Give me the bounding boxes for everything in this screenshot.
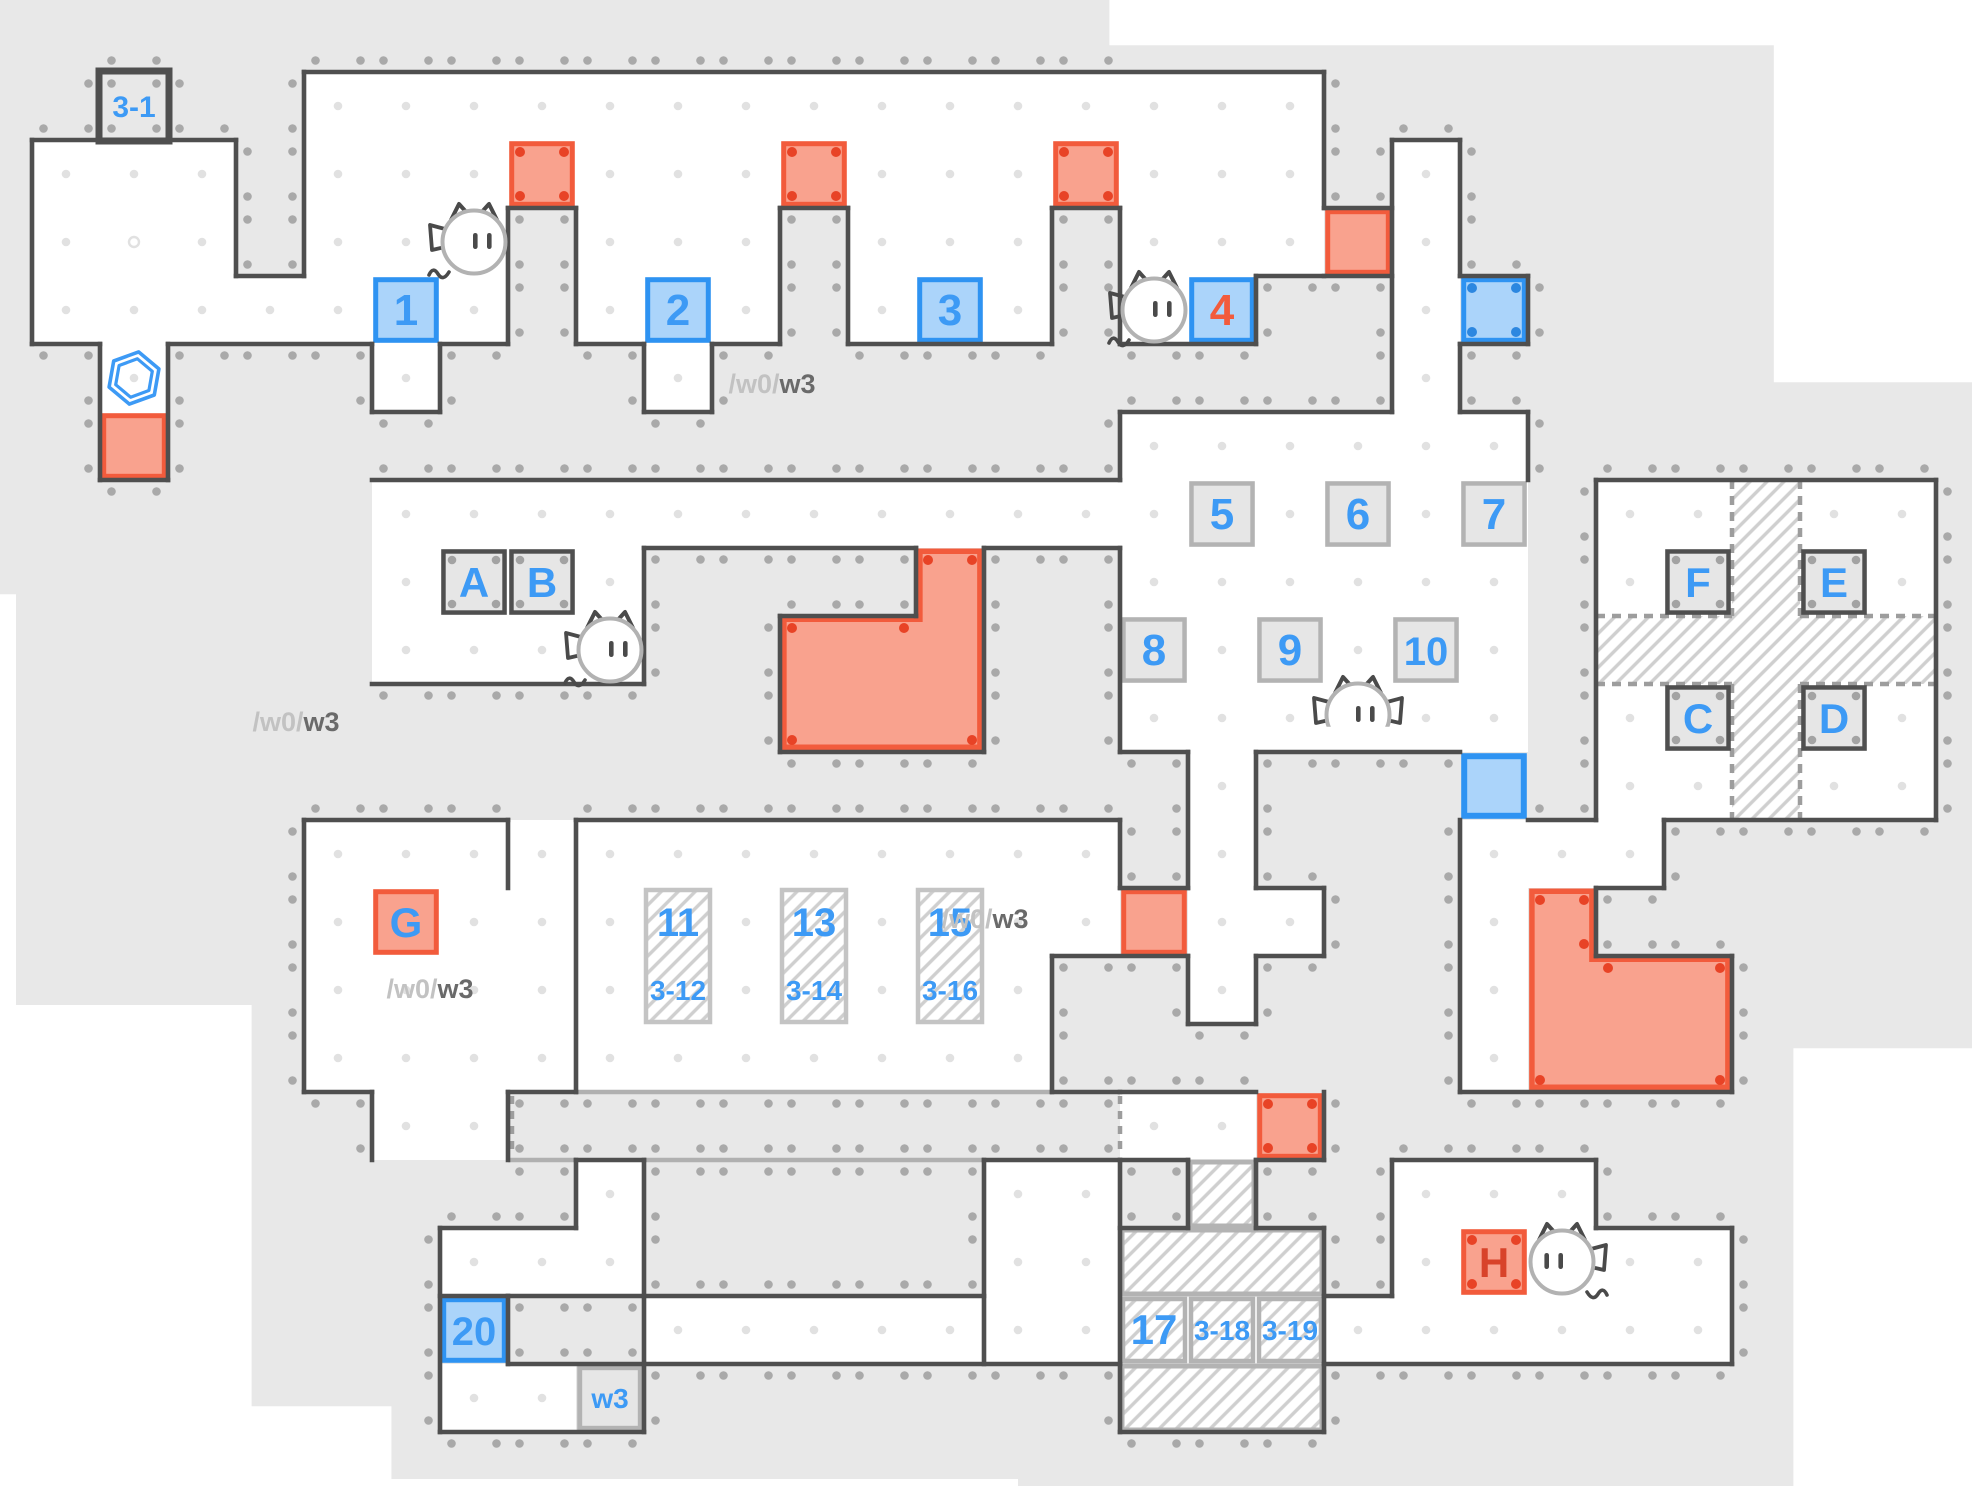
svg-text:3-1: 3-1 xyxy=(112,91,155,124)
svg-text:C: C xyxy=(1683,695,1713,742)
svg-text:3-19: 3-19 xyxy=(1262,1315,1318,1346)
svg-text:/w0/w3: /w0/w3 xyxy=(386,974,473,1004)
svg-text:H: H xyxy=(1479,1239,1509,1286)
svg-text:20: 20 xyxy=(452,1310,497,1354)
svg-text:15: 15 xyxy=(928,901,973,945)
svg-text:/w0/w3: /w0/w3 xyxy=(252,707,339,737)
svg-text:3-12: 3-12 xyxy=(650,975,706,1006)
svg-text:13: 13 xyxy=(792,901,837,945)
svg-text:5: 5 xyxy=(1210,490,1234,539)
svg-text:6: 6 xyxy=(1346,490,1370,539)
svg-text:3-18: 3-18 xyxy=(1194,1315,1250,1346)
svg-text:1: 1 xyxy=(394,286,418,335)
svg-text:w3: w3 xyxy=(590,1383,628,1414)
svg-text:B: B xyxy=(527,559,557,606)
svg-text:11: 11 xyxy=(657,901,699,945)
svg-text:E: E xyxy=(1820,559,1848,606)
svg-text:/w0/w3: /w0/w3 xyxy=(728,369,815,399)
svg-text:F: F xyxy=(1685,559,1711,606)
svg-text:10: 10 xyxy=(1404,630,1449,674)
svg-text:2: 2 xyxy=(666,286,690,335)
svg-text:G: G xyxy=(390,899,423,946)
svg-text:4: 4 xyxy=(1210,286,1235,335)
svg-text:3-14: 3-14 xyxy=(786,975,842,1006)
svg-text:7: 7 xyxy=(1482,490,1506,539)
svg-text:17: 17 xyxy=(1131,1306,1178,1353)
svg-text:D: D xyxy=(1819,695,1849,742)
svg-text:3: 3 xyxy=(938,286,962,335)
svg-text:9: 9 xyxy=(1278,626,1302,675)
svg-text:3-16: 3-16 xyxy=(922,975,978,1006)
svg-text:/w0/w3: /w0/w3 xyxy=(941,904,1028,934)
svg-text:8: 8 xyxy=(1142,626,1166,675)
svg-text:A: A xyxy=(459,559,489,606)
